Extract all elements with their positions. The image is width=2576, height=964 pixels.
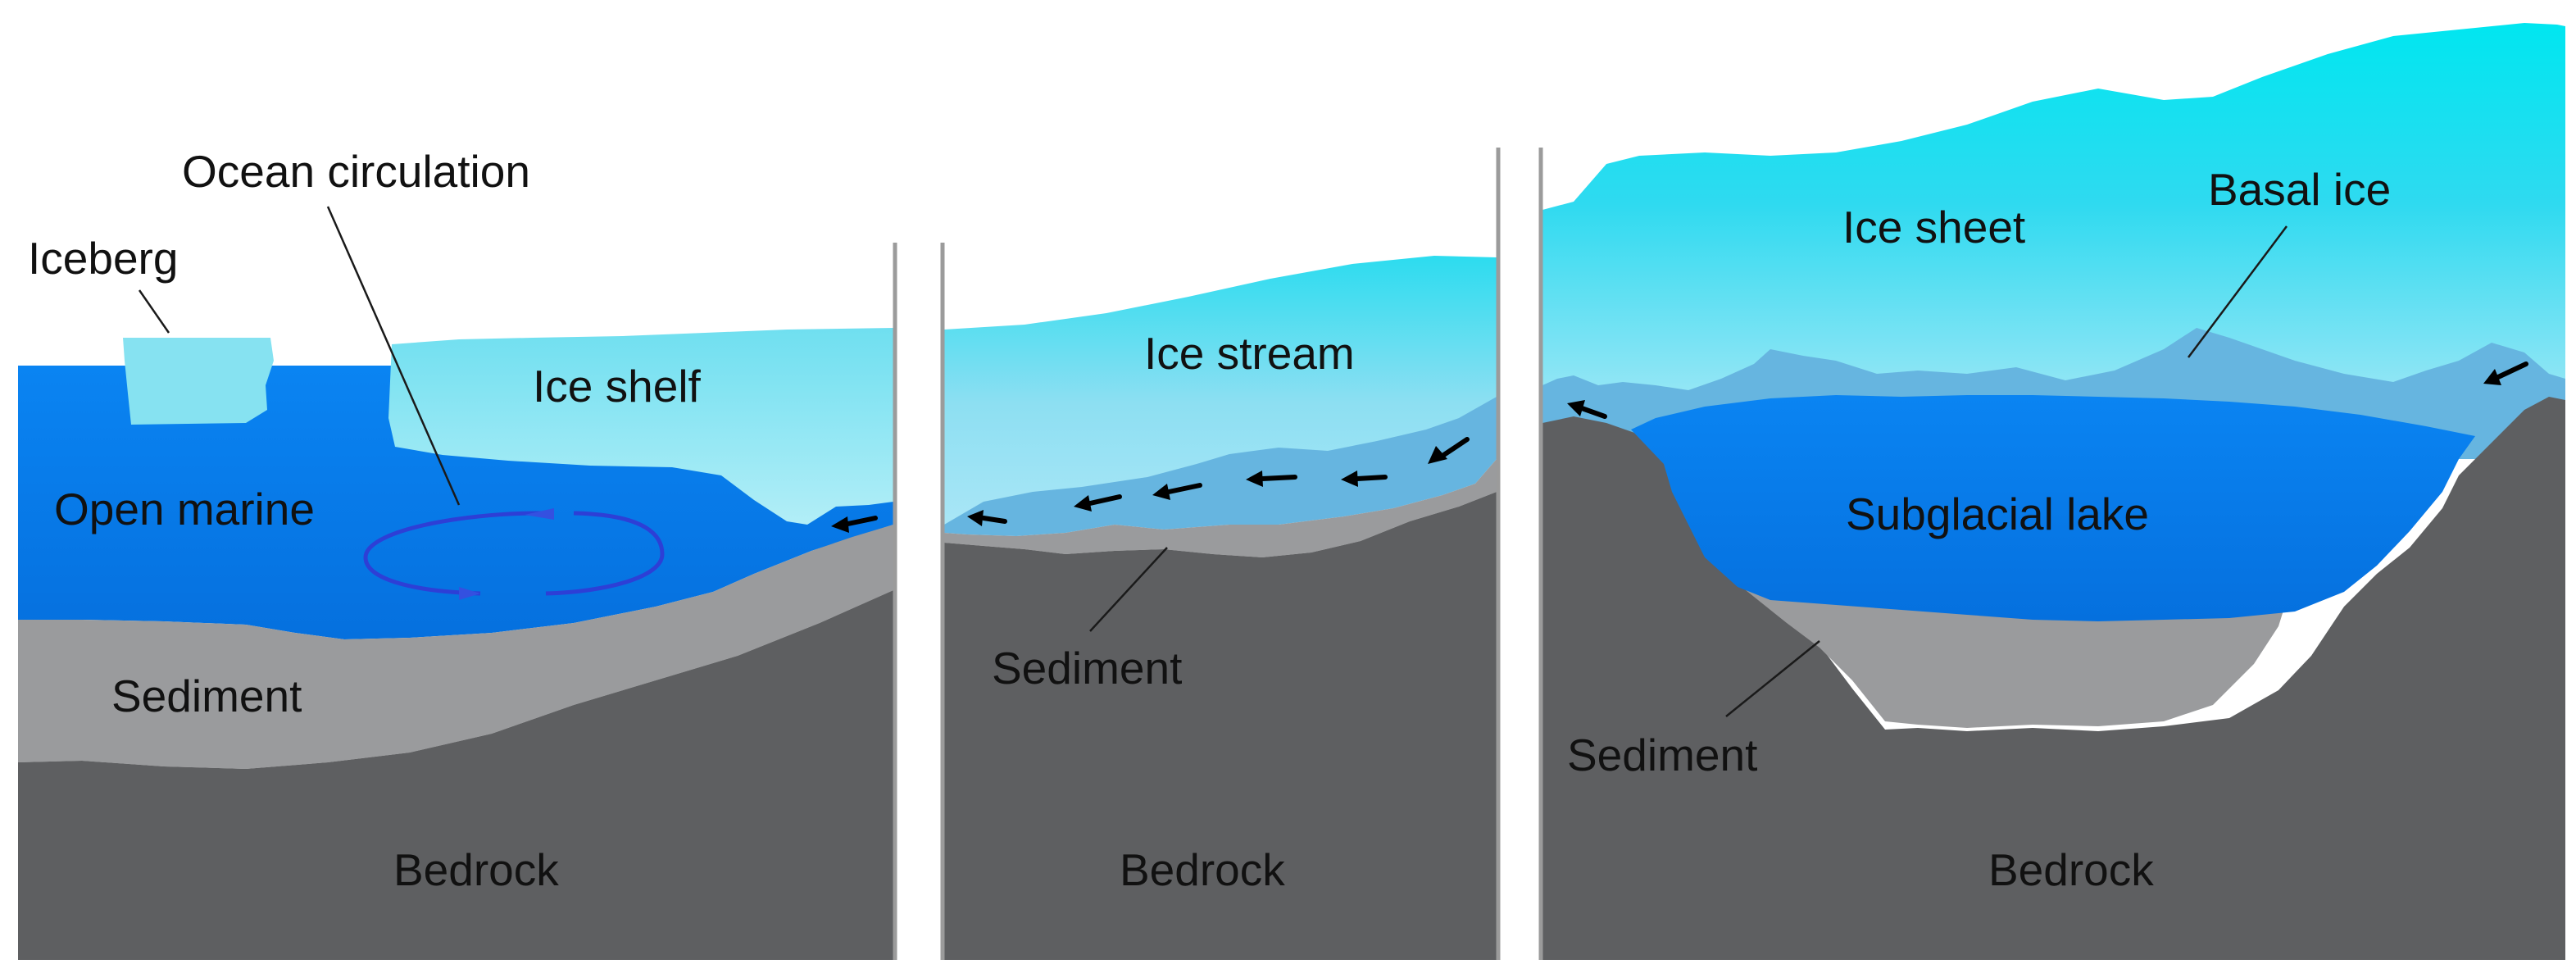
bedrock-label: Bedrock [1988, 844, 2154, 895]
sediment-label: Sediment [1567, 730, 1757, 780]
basal-ice-label: Basal ice [2208, 164, 2391, 215]
panel-ice-sheet: Ice sheet Basal ice Subglacial lake Sedi… [1542, 23, 2565, 960]
panel-ice-stream: Ice stream Sediment Bedrock [944, 256, 1497, 960]
ice-shelf-label: Ice shelf [533, 361, 702, 412]
sediment-label: Sediment [992, 643, 1182, 693]
ice-stream-label: Ice stream [1144, 328, 1355, 379]
ocean-circulation-label: Ocean circulation [182, 146, 530, 197]
open-marine-label: Open marine [54, 484, 315, 534]
bedrock-label: Bedrock [1120, 844, 1285, 895]
subglacial-lake-label: Subglacial lake [1846, 489, 2149, 539]
ice-sheet [1542, 23, 2565, 426]
bedrock-label: Bedrock [393, 844, 559, 895]
iceberg-label: Iceberg [28, 233, 178, 284]
panel-ice-shelf: Ocean circulation Iceberg Ice shelf Open… [18, 146, 893, 960]
sediment-label: Sediment [111, 671, 302, 721]
iceberg [123, 338, 274, 425]
iceberg-leader [139, 290, 169, 333]
ice-sheet-label: Ice sheet [1842, 202, 2025, 252]
